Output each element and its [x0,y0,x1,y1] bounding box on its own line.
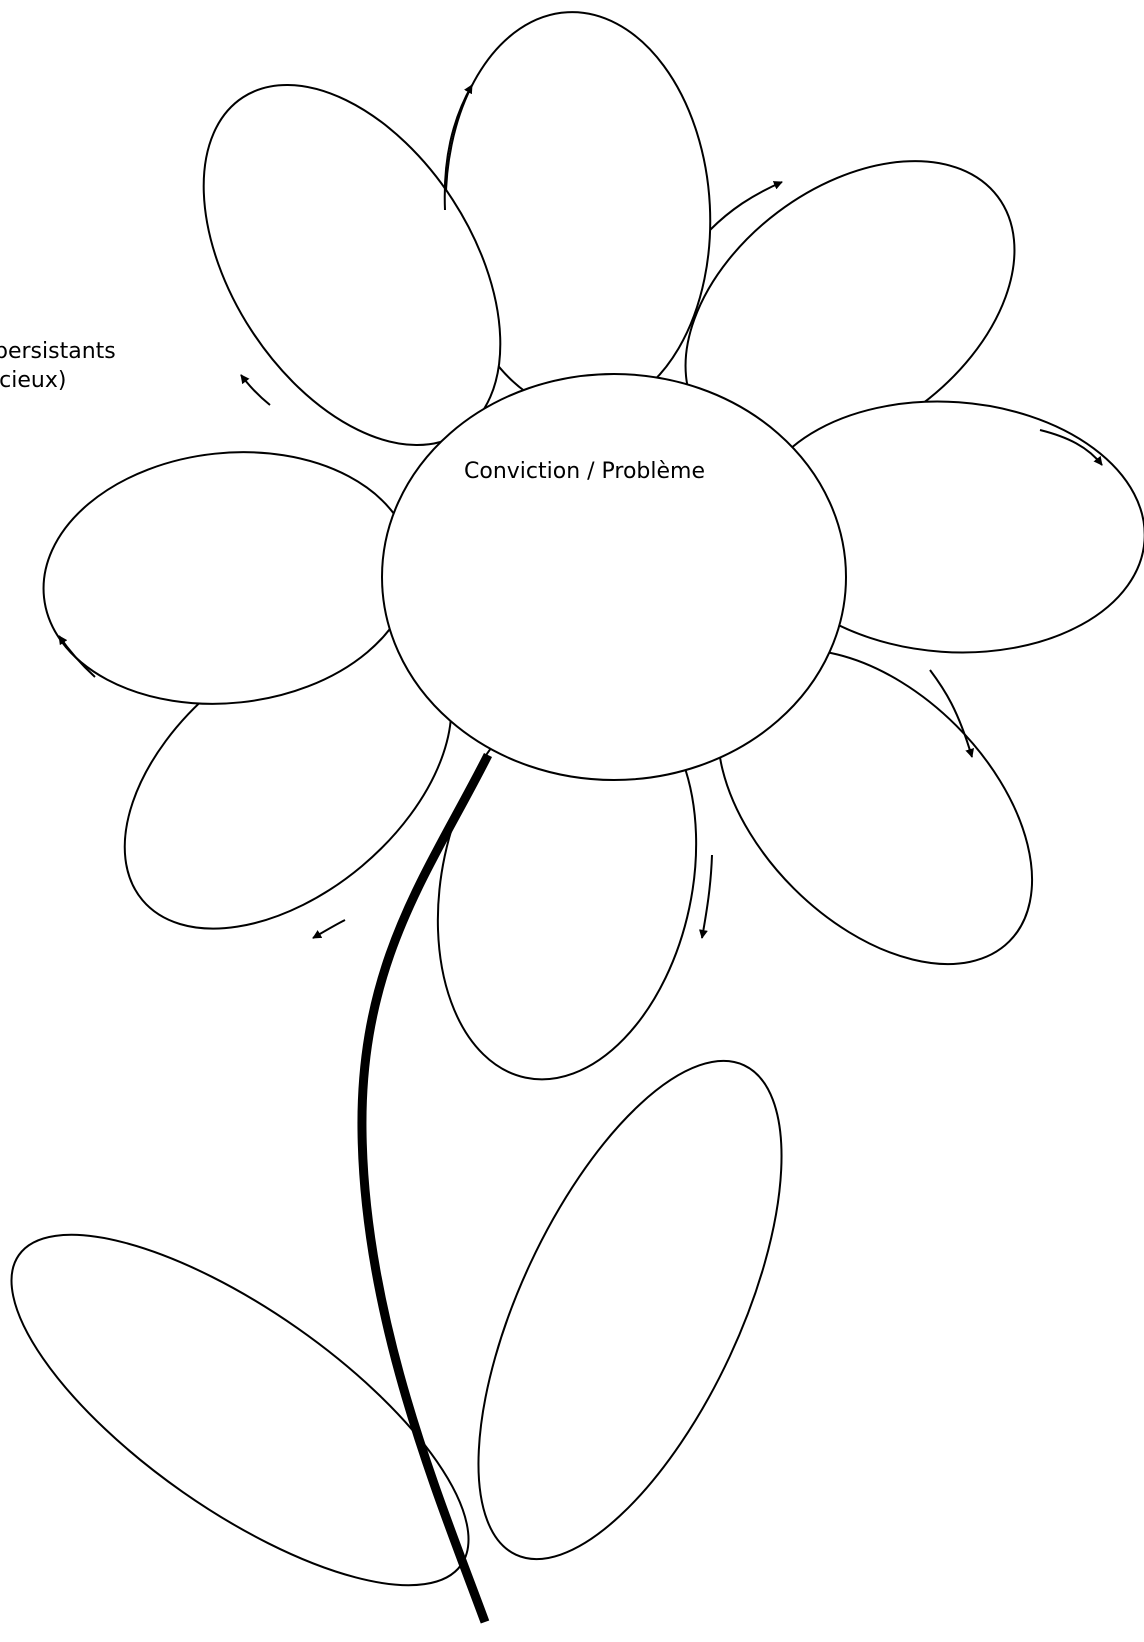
flower-center [382,374,846,780]
side-note-line-2: vicieux) [0,367,66,395]
side-note-line-1: persistants [0,338,116,366]
leaf-right [416,1019,844,1601]
arrow-left [241,375,270,405]
arrow-bottom [313,920,345,938]
leaf-left [0,1173,519,1637]
center-label: Conviction / Problème [464,458,705,486]
arrow-bottom-right [702,855,712,938]
